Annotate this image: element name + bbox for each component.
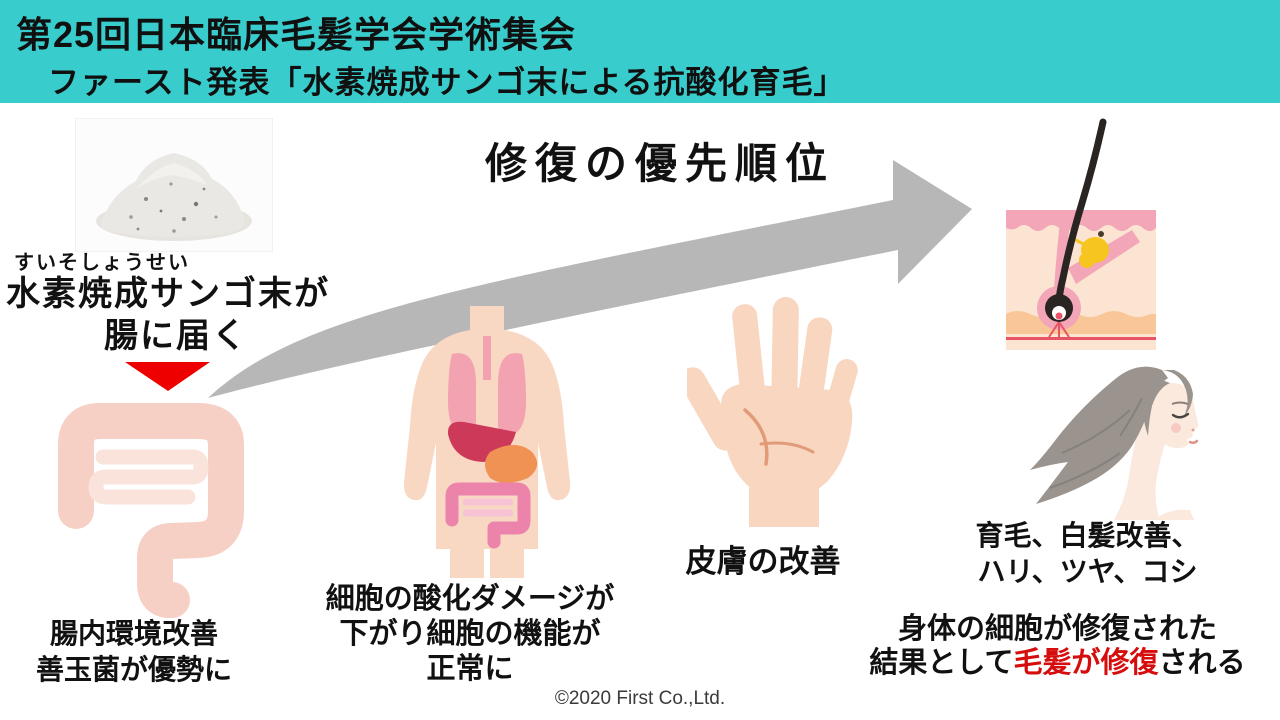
down-triangle-icon — [125, 362, 210, 391]
cells-caption-line2: 下がり細胞の機能が — [339, 618, 601, 650]
intestine-caption-line2: 善玉菌が優勢に — [35, 654, 232, 685]
result-line2-highlight: 毛髪が修復 — [1013, 647, 1159, 679]
conference-title: 第25回日本臨床毛髪学会学術集会 — [16, 14, 577, 55]
woman-hair-illustration — [1030, 366, 1199, 520]
intestine-caption-line1: 腸内環境改善 — [49, 618, 218, 649]
intestine-illustration — [58, 403, 244, 618]
presentation-subtitle: ファースト発表「水素焼成サンゴ末による抗酸化育毛」 — [48, 65, 846, 100]
cells-caption: 細胞の酸化ダメージが 下がり細胞の機能が 正常に — [300, 582, 640, 687]
result-line1: 身体の細胞が修復された — [897, 613, 1217, 645]
hair-benefits-caption: 育毛、白髪改善、 ハリ、ツヤ、コシ — [940, 518, 1235, 590]
page-title: 修復の優先順位 — [484, 140, 835, 187]
hair-follicle-illustration — [1006, 118, 1156, 350]
skin-caption: 皮膚の改善 — [685, 544, 841, 579]
intestine-caption: 腸内環境改善 善玉菌が優勢に — [0, 616, 268, 688]
result-line2-suffix: される — [1158, 647, 1246, 679]
hair-benefits-line1: 育毛、白髪改善、 — [975, 520, 1200, 551]
result-line2-prefix: 結果として — [869, 647, 1014, 679]
furigana-label: すいそしょうせい — [14, 252, 190, 274]
result-line2: 結果として毛髪が修復される — [845, 646, 1270, 680]
cells-caption-line3: 正常に — [426, 653, 514, 685]
hand-illustration — [687, 297, 858, 527]
source-heading-line2: 腸に届く — [104, 317, 248, 355]
result-statement: 身体の細胞が修復された 結果として毛髪が修復される — [845, 612, 1270, 680]
copyright-text: ©2020 First Co.,Ltd. — [554, 688, 726, 709]
cells-caption-line1: 細胞の酸化ダメージが — [325, 583, 615, 615]
header-banner: 第25回日本臨床毛髪学会学術集会 ファースト発表「水素焼成サンゴ末による抗酸化育… — [0, 0, 1280, 103]
coral-powder-photo — [75, 118, 273, 252]
body-organs-illustration — [403, 306, 571, 578]
hair-benefits-line2: ハリ、ツヤ、コシ — [977, 556, 1198, 587]
source-heading-line1: 水素焼成サンゴ末が — [6, 275, 330, 313]
